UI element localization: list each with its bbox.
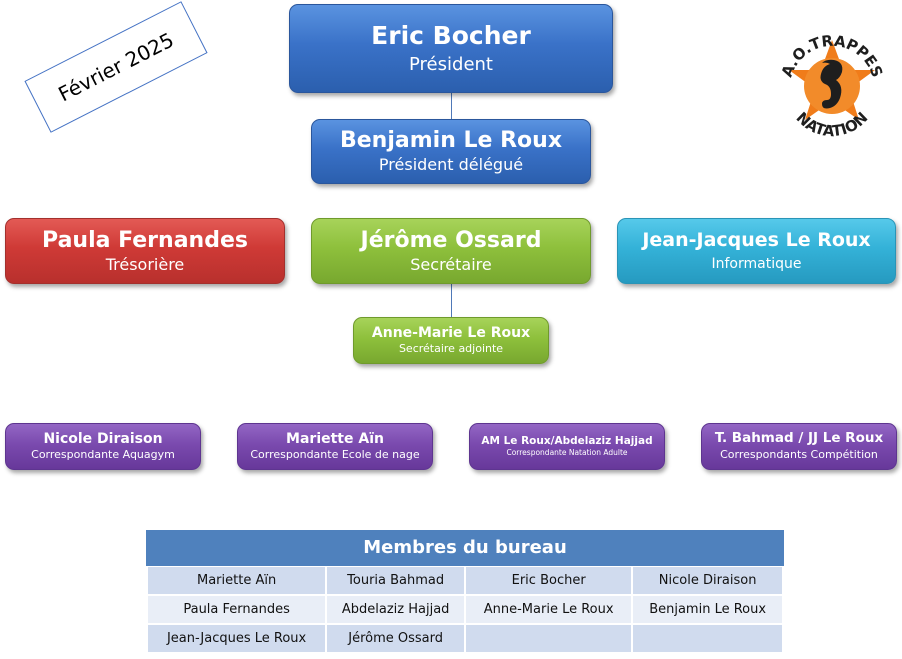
- treasurer-role: Trésorière: [105, 254, 185, 274]
- connector-secretary-assistant: [451, 284, 452, 317]
- correspondent-role: Correspondante Ecole de nage: [250, 448, 420, 462]
- table-row: Jean-Jacques Le Roux Jérôme Ossard: [148, 625, 782, 654]
- correspondent-ecole-box: Mariette Aïn Correspondante Ecole de nag…: [237, 423, 433, 470]
- seahorse-star-icon: A.O.TRAPPES NATATION: [778, 32, 887, 141]
- president-box: Eric Bocher Président: [289, 4, 613, 93]
- members-table-title: Membres du bureau: [146, 530, 784, 566]
- table-cell: Abdelaziz Hajjad: [327, 596, 465, 625]
- date-label: Février 2025: [54, 27, 178, 107]
- vice-president-box: Benjamin Le Roux Président délégué: [311, 119, 591, 184]
- table-row: Paula Fernandes Abdelaziz Hajjad Anne-Ma…: [148, 596, 782, 625]
- it-box: Jean-Jacques Le Roux Informatique: [617, 218, 896, 284]
- table-cell: Paula Fernandes: [148, 596, 326, 625]
- secretary-box: Jérôme Ossard Secrétaire: [311, 218, 591, 284]
- correspondent-competition-box: T. Bahmad / JJ Le Roux Correspondants Co…: [701, 423, 897, 470]
- assistant-secretary-name: Anne-Marie Le Roux: [371, 325, 531, 342]
- assistant-secretary-box: Anne-Marie Le Roux Secrétaire adjointe: [353, 317, 549, 364]
- correspondent-name: Nicole Diraison: [43, 431, 163, 448]
- table-cell: Jérôme Ossard: [327, 625, 465, 654]
- table-cell: Nicole Diraison: [633, 567, 782, 596]
- table-cell: Anne-Marie Le Roux: [466, 596, 632, 625]
- correspondent-role: Correspondante Aquagym: [31, 448, 175, 462]
- treasurer-name: Paula Fernandes: [42, 227, 248, 253]
- table-cell: Mariette Aïn: [148, 567, 326, 596]
- president-role: Président: [409, 53, 493, 75]
- it-role: Informatique: [711, 255, 802, 272]
- treasurer-box: Paula Fernandes Trésorière: [5, 218, 285, 284]
- connector-president-vp: [451, 93, 452, 119]
- date-stamp: Février 2025: [24, 1, 208, 133]
- correspondent-name: T. Bahmad / JJ Le Roux: [714, 430, 884, 447]
- president-name: Eric Bocher: [371, 20, 531, 50]
- correspondent-role: Correspondante Natation Adulte: [506, 448, 628, 458]
- members-table: Mariette Aïn Touria Bahmad Eric Bocher N…: [146, 567, 784, 654]
- correspondent-adulte-box: AM Le Roux/Abdelaziz Hajjad Correspondan…: [469, 423, 665, 470]
- table-cell: [633, 625, 782, 654]
- vice-president-role: Président délégué: [378, 155, 524, 175]
- it-name: Jean-Jacques Le Roux: [642, 229, 871, 252]
- secretary-role: Secrétaire: [410, 254, 492, 274]
- correspondent-name: AM Le Roux/Abdelaziz Hajjad: [481, 435, 653, 448]
- assistant-secretary-role: Secrétaire adjointe: [398, 342, 504, 356]
- secretary-name: Jérôme Ossard: [360, 227, 542, 253]
- table-cell: Jean-Jacques Le Roux: [148, 625, 326, 654]
- table-row: Mariette Aïn Touria Bahmad Eric Bocher N…: [148, 567, 782, 596]
- vice-president-name: Benjamin Le Roux: [339, 128, 563, 154]
- table-cell: Benjamin Le Roux: [633, 596, 782, 625]
- correspondent-aquagym-box: Nicole Diraison Correspondante Aquagym: [5, 423, 201, 470]
- club-logo: A.O.TRAPPES NATATION: [768, 26, 894, 144]
- correspondent-role: Correspondants Compétition: [720, 447, 878, 461]
- table-cell: Eric Bocher: [466, 567, 632, 596]
- correspondent-name: Mariette Aïn: [286, 431, 384, 448]
- table-cell: Touria Bahmad: [327, 567, 465, 596]
- table-cell: [466, 625, 632, 654]
